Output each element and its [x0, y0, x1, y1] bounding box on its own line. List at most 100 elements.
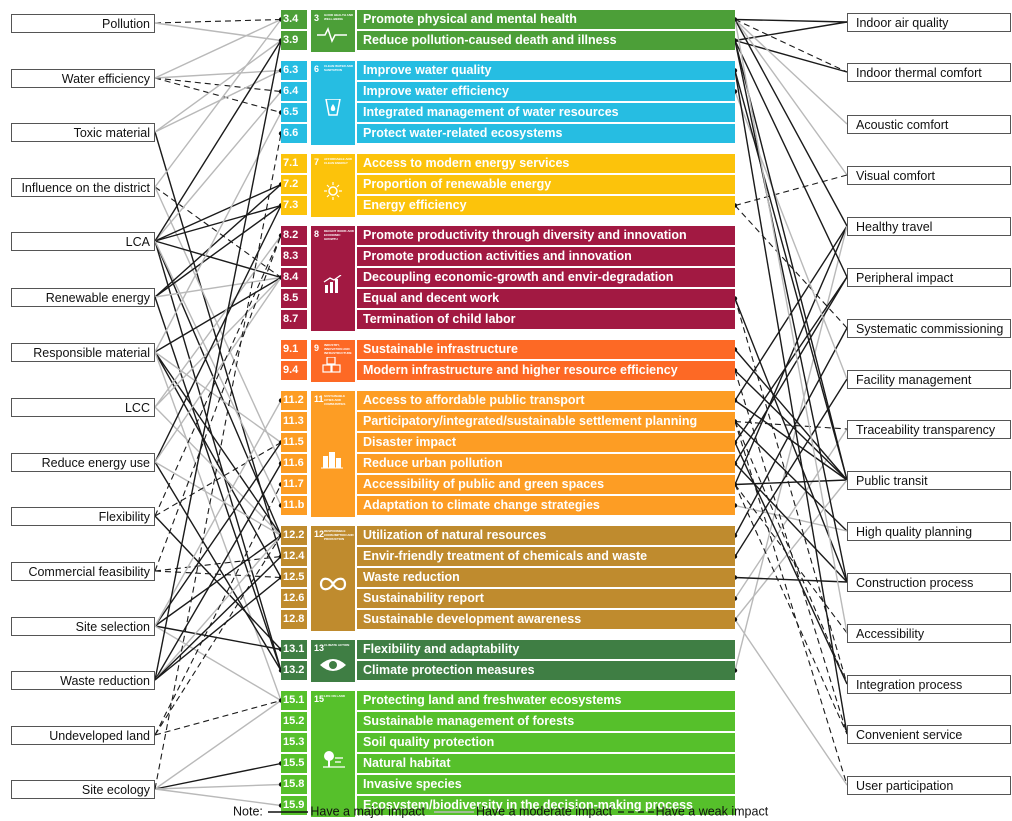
target-number: 15.5 — [281, 754, 307, 773]
link-line-major — [154, 204, 282, 242]
link-line-major — [154, 576, 282, 681]
target-number: 6.5 — [281, 103, 307, 122]
target-number: 9.4 — [281, 361, 307, 380]
link-line-major — [734, 327, 848, 536]
target-label: Protecting land and freshwater ecosystem… — [357, 691, 735, 710]
goal-number: 15 — [314, 694, 325, 704]
target-label: Improve water quality — [357, 61, 735, 80]
goal-number: 3 — [314, 13, 320, 23]
link-line-weak — [154, 235, 282, 517]
link-line-weak — [734, 484, 848, 735]
link-line-weak — [734, 484, 848, 634]
left-factor-commercial-feasibility: Commercial feasibility — [11, 562, 155, 581]
target-label: Promote physical and mental health — [357, 10, 735, 29]
link-line-major — [154, 183, 282, 298]
target-number: 11.7 — [281, 475, 307, 494]
link-line-moderate — [734, 479, 848, 620]
link-line-moderate — [734, 18, 848, 125]
target-number: 8.7 — [281, 310, 307, 329]
tree-icon — [323, 751, 345, 768]
target-label: Equal and decent work — [357, 289, 735, 308]
link-line-weak — [154, 484, 282, 736]
target-number: 6.4 — [281, 82, 307, 101]
link-line-weak — [154, 18, 282, 24]
link-line-major — [154, 40, 282, 681]
target-number: 12.6 — [281, 589, 307, 608]
link-line-moderate — [154, 18, 282, 79]
left-factor-water-efficiency: Water efficiency — [11, 69, 155, 88]
right-factor-peripheral-impact: Peripheral impact — [847, 268, 1011, 287]
left-factor-renewable-energy: Renewable energy — [11, 288, 155, 307]
target-number: 15.9 — [281, 796, 307, 815]
right-factor-acoustic-comfort: Acoustic comfort — [847, 115, 1011, 134]
left-factor-lcc: LCC — [11, 398, 155, 417]
target-number: 15.3 — [281, 733, 307, 752]
target-label: Reduce urban pollution — [357, 454, 735, 473]
target-label: Improve water efficiency — [357, 82, 735, 101]
growth-chart-icon — [323, 274, 342, 293]
link-line-major — [734, 21, 848, 42]
target-number: 11.6 — [281, 454, 307, 473]
link-line-weak — [154, 235, 282, 572]
link-line-major — [734, 349, 848, 481]
link-line-major — [734, 40, 848, 278]
target-label: Termination of child labor — [357, 310, 735, 329]
target-number: 8.4 — [281, 268, 307, 287]
link-line-major — [734, 18, 848, 23]
target-number: 13.2 — [281, 661, 307, 680]
link-line-major — [154, 625, 282, 651]
legend-major-label: Have a major impact — [310, 804, 425, 819]
legend-note-label: Note: — [233, 804, 263, 819]
link-line-major — [154, 762, 282, 790]
legend-moderate-line — [433, 810, 474, 813]
target-number: 15.2 — [281, 712, 307, 731]
target-number: 3.9 — [281, 31, 307, 50]
goal-title: CLEAN WATER AND SANITATION — [324, 64, 353, 72]
link-line-major — [154, 463, 282, 681]
link-line-weak — [734, 205, 848, 329]
right-factor-construction-process: Construction process — [847, 573, 1011, 592]
link-line-major — [154, 351, 282, 536]
target-label: Participatory/integrated/sustainable set… — [357, 412, 735, 431]
link-line-weak — [734, 421, 848, 685]
legend: Note: Have a major impact Have a moderat… — [233, 804, 768, 819]
target-label: Natural habitat — [357, 754, 735, 773]
target-label: Sustainable infrastructure — [357, 340, 735, 359]
link-line-moderate — [154, 783, 282, 790]
link-line-moderate — [154, 19, 282, 188]
link-line-weak — [154, 570, 282, 579]
link-line-moderate — [154, 91, 282, 242]
right-factor-indoor-thermal-comfort: Indoor thermal comfort — [847, 63, 1011, 82]
target-number: 6.6 — [281, 124, 307, 143]
target-number: 11.5 — [281, 433, 307, 452]
link-line-moderate — [734, 504, 848, 532]
target-number: 12.2 — [281, 526, 307, 545]
left-factor-influence-on-the-district: Influence on the district — [11, 178, 155, 197]
link-line-major — [154, 183, 282, 242]
left-factor-toxic-material: Toxic material — [11, 123, 155, 142]
target-number: 13.1 — [281, 640, 307, 659]
link-line-weak — [154, 442, 282, 517]
link-line-moderate — [154, 186, 282, 464]
target-number: 8.3 — [281, 247, 307, 266]
left-factor-waste-reduction: Waste reduction — [11, 671, 155, 690]
link-line-moderate — [734, 225, 848, 671]
link-line-major — [734, 479, 848, 486]
target-number: 6.3 — [281, 61, 307, 80]
link-line-moderate — [154, 69, 282, 79]
right-factor-high-quality-planning: High quality planning — [847, 522, 1011, 541]
link-line-major — [734, 442, 848, 685]
